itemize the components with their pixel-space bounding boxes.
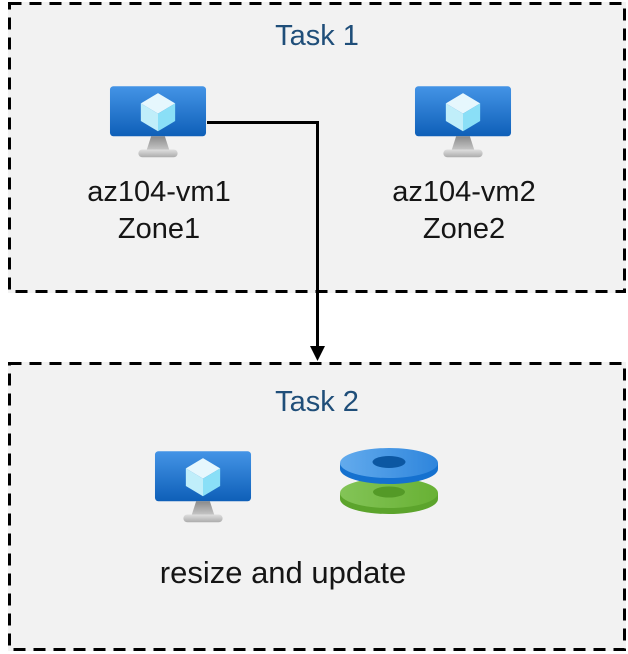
task2-box: Task 2 resize and update [8,362,626,651]
vm2-label: az104-vm2 Zone2 [356,174,572,248]
virtual-machine-icon [414,85,512,159]
vm1-label: az104-vm1 Zone1 [51,174,267,248]
vm1-name: az104-vm1 [87,176,231,208]
task2-caption: resize and update [159,555,407,590]
task1-box: Task 1 az104-vm1 Zone1 az104-vm2 Zone2 [8,2,626,293]
managed-disks-icon [338,447,440,517]
vm1-zone: Zone1 [117,213,201,245]
virtual-machine-icon [109,85,207,159]
task2-title: Task 2 [275,386,359,418]
vm2-zone: Zone2 [422,213,506,245]
virtual-machine-icon [154,450,252,524]
task1-title: Task 1 [275,20,359,52]
vm2-name: az104-vm2 [392,176,536,208]
